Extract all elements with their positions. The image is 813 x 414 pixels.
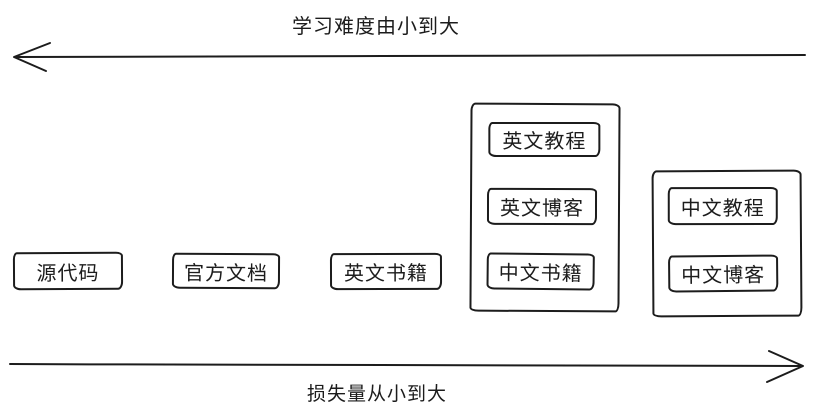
loss-axis-label: 损失量从小到大	[307, 384, 448, 405]
group-box-2: 中文教程 中文博客	[651, 169, 803, 318]
box-chinese-tutorials-label: 中文教程	[680, 197, 765, 220]
box-english-books-label: 英文书籍	[343, 262, 429, 286]
box-source-code-label: 源代码	[36, 262, 100, 285]
box-english-books: 英文书籍	[329, 252, 443, 291]
right-arrow	[9, 350, 804, 383]
box-source-code: 源代码	[12, 251, 124, 291]
box-chinese-tutorials: 中文教程	[667, 186, 778, 226]
box-chinese-blogs-label: 中文博客	[681, 264, 766, 288]
box-official-docs: 官方文档	[171, 252, 281, 290]
box-official-docs-label: 官方文档	[183, 262, 269, 285]
box-chinese-books-label: 中文书籍	[498, 262, 583, 286]
box-english-tutorials-label: 英文教程	[502, 130, 587, 154]
box-english-blogs: 英文博客	[486, 187, 598, 226]
box-english-blogs-label: 英文博客	[499, 197, 585, 221]
box-chinese-blogs: 中文博客	[668, 254, 779, 293]
box-chinese-books: 中文书籍	[486, 252, 595, 291]
group-box-1: 英文教程 英文博客 中文书籍	[469, 102, 621, 313]
difficulty-axis-label: 学习难度由小到大	[292, 16, 460, 38]
left-arrow	[13, 42, 806, 72]
box-english-tutorials: 英文教程	[488, 121, 601, 158]
